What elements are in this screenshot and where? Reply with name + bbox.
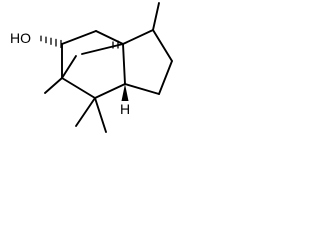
bond-bridge-to-fusion (95, 30, 124, 45)
bond-carbinol-to-bridge (61, 30, 97, 45)
hashed-wedge-bridge (112, 40, 119, 49)
bond-fusion-to-methine (122, 29, 154, 45)
bond-gem-methyl-1 (75, 97, 96, 127)
bond-methyl-carbon-to-gem-carbon (61, 77, 96, 99)
bond-ring-fusion (122, 43, 126, 85)
hydroxyl-label: HO (10, 30, 31, 46)
bond-gem-methyl-2 (94, 97, 107, 133)
bond-gem-carbon-to-lower-fusion (94, 83, 126, 99)
bond-methyl-carbon-methyl (44, 77, 63, 94)
bond-ethano-bridge-1 (61, 55, 77, 79)
molecule-structure: HO H (10, 2, 173, 133)
bond-methine-to-ch2 (152, 29, 173, 62)
bond-ring-methyl (152, 2, 160, 31)
bond-ch2-to-ch2 (158, 60, 173, 95)
bond-ethano-bridge-2 (81, 43, 124, 55)
bridgehead-hydrogen-label: H (120, 101, 130, 117)
bond-ch2-to-lower-fusion (124, 83, 160, 95)
hashed-wedge-hydroxyl (40, 35, 62, 49)
skeleton-bonds (44, 2, 173, 133)
solid-wedge-bridgehead-h (121, 84, 129, 101)
